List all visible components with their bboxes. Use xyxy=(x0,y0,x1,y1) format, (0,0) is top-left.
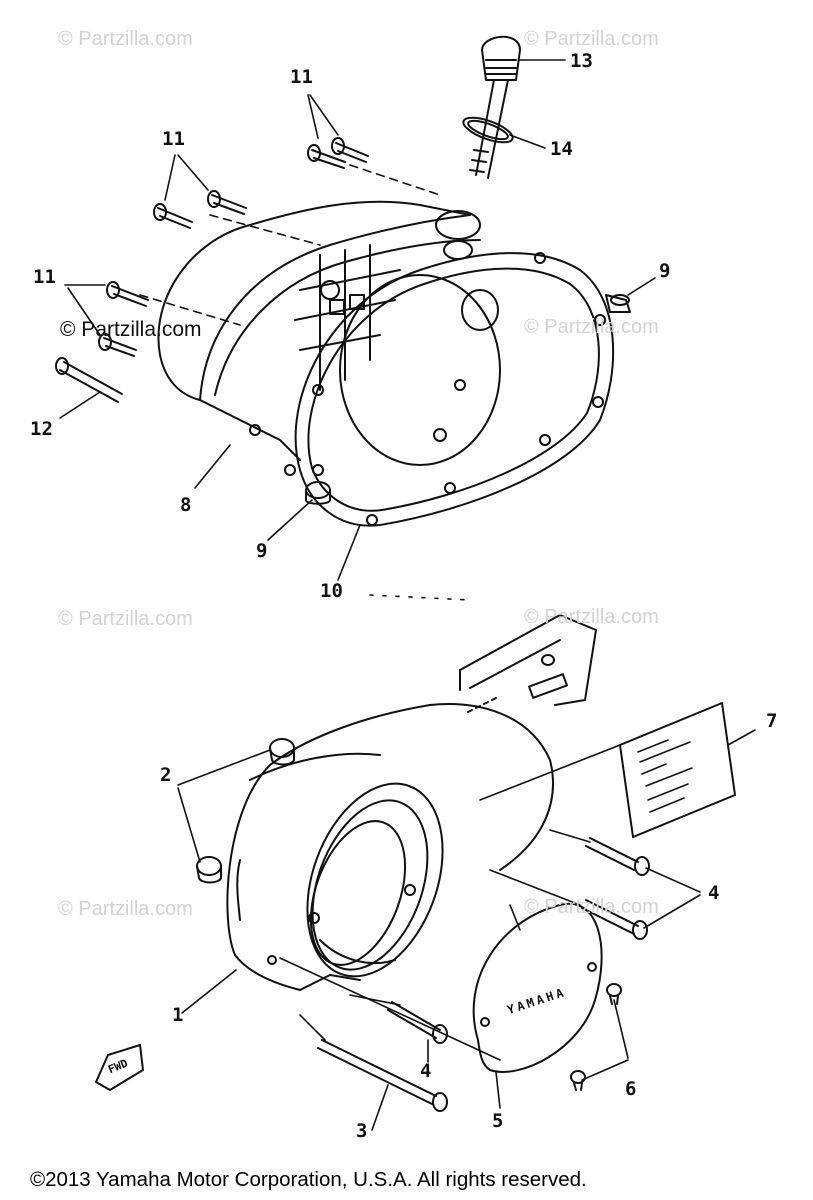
watermark: © Partzilla.com xyxy=(524,28,659,50)
callout-14: 14 xyxy=(550,138,573,160)
grommet-2-upper xyxy=(269,738,295,766)
callout-10: 10 xyxy=(320,580,343,602)
bolt-4-upper xyxy=(585,837,650,876)
screw-6-upper xyxy=(606,983,622,1005)
callout-5: 5 xyxy=(492,1110,504,1132)
callout-12: 12 xyxy=(30,418,53,440)
copyright-footer: ©2013 Yamaha Motor Corporation, U.S.A. A… xyxy=(30,1168,587,1191)
watermark: © Partzilla.com xyxy=(58,28,193,50)
watermark: © Partzilla.com xyxy=(60,318,202,341)
callout-8: 8 xyxy=(180,494,192,516)
watermark: © Partzilla.com xyxy=(524,896,659,918)
dowel-pin-9-right xyxy=(605,294,631,313)
dowel-pin-9-left xyxy=(305,481,331,505)
callout-4: 4 xyxy=(708,882,720,904)
callout-1: 1 xyxy=(172,1004,184,1026)
watermark: © Partzilla.com xyxy=(524,606,659,628)
watermark: © Partzilla.com xyxy=(58,608,193,630)
bolt-12 xyxy=(55,357,123,403)
bolts-11-middle xyxy=(153,190,247,229)
callout-9: 9 xyxy=(659,260,671,282)
screw-6-lower xyxy=(570,1070,586,1091)
bolt-3 xyxy=(317,1039,448,1112)
callout-2: 2 xyxy=(160,764,172,786)
yamaha-cover-plate-5 xyxy=(472,902,603,1073)
callout-6: 6 xyxy=(625,1078,637,1100)
crankcase-cover-8 xyxy=(157,200,501,476)
magneto-cover-1 xyxy=(226,614,597,991)
callout-4: 4 xyxy=(420,1060,432,1082)
callout-11: 11 xyxy=(33,266,56,288)
callout-11: 11 xyxy=(290,66,313,88)
fwd-arrow-icon xyxy=(95,1044,144,1091)
callout-11: 11 xyxy=(162,128,185,150)
gasket-10 xyxy=(294,252,615,527)
oil-filler-plug-13 xyxy=(469,35,521,179)
o-ring-14 xyxy=(462,116,514,144)
watermark: © Partzilla.com xyxy=(524,316,659,338)
callout-3: 3 xyxy=(356,1120,368,1142)
bolt-4-lower xyxy=(387,1001,448,1044)
upper-leader-lines xyxy=(59,59,656,601)
bolt-4-middle xyxy=(581,899,648,940)
callout-7: 7 xyxy=(766,710,778,732)
callout-9: 9 xyxy=(256,540,268,562)
bolts-11-lower xyxy=(98,281,149,357)
bolts-11-upper xyxy=(307,137,369,169)
grommet-2-lower xyxy=(196,856,222,884)
callout-13: 13 xyxy=(570,50,593,72)
caution-label-7 xyxy=(619,702,736,838)
watermark: © Partzilla.com xyxy=(58,898,193,920)
lower-leader-lines xyxy=(177,729,756,1131)
